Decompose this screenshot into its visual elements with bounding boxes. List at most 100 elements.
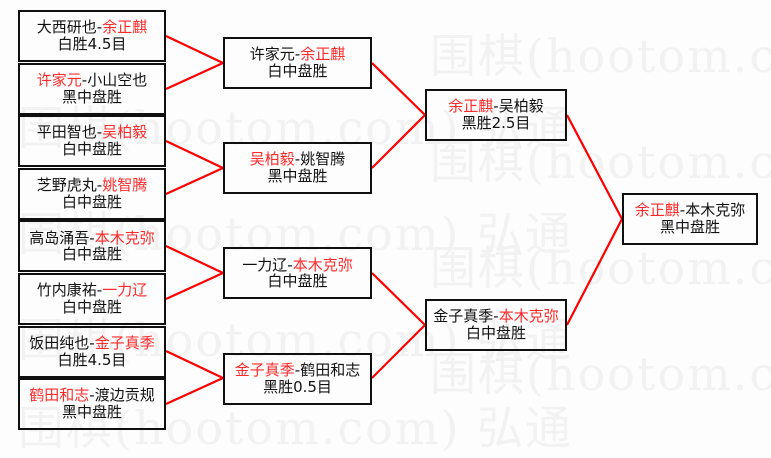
connector-sf1 (566, 114, 623, 220)
player-separator: - (287, 255, 293, 274)
match-box[interactable]: 一力辽-本木克弥白中盘胜 (223, 247, 372, 300)
player-right: 吴柏毅 (102, 123, 148, 142)
match-players: 大西研也-余正麒 (37, 19, 147, 36)
match-players: 金子真季-鹤田和志 (234, 360, 361, 379)
player-separator: - (294, 360, 301, 379)
match-result: 白中盘胜 (267, 62, 328, 80)
connector-r2m4 (371, 324, 426, 379)
player-right: 姚智腾 (102, 176, 148, 194)
match-players: 饭田纯也-金子真季 (29, 333, 154, 352)
match-result: 白中盘胜 (267, 272, 328, 291)
match-players: 高岛涌吾-本木克弥 (29, 228, 155, 247)
match-result: 黑胜0.5目 (263, 377, 332, 396)
player-right: 本木克弥 (498, 307, 559, 326)
match-result: 白中盘胜 (61, 140, 122, 159)
player-separator: - (493, 97, 499, 116)
connector-r1m4 (165, 166, 224, 196)
player-right: 吴柏毅 (498, 97, 544, 116)
player-left: 高岛涌吾 (29, 228, 90, 247)
player-separator: - (89, 228, 95, 247)
match-result: 黑中盘胜 (61, 403, 122, 422)
player-right: 鹤田和志 (300, 360, 361, 379)
connector-sf2 (566, 218, 623, 326)
match-box[interactable]: 金子真季-本木克弥白中盘胜 (425, 299, 567, 351)
match-players: 许家元-余正麒 (250, 46, 345, 63)
connector-r1m8 (165, 376, 224, 406)
match-players: 鹤田和志-渡边贡规 (29, 387, 154, 404)
connector-r1m7 (165, 350, 224, 379)
player-separator: - (96, 281, 103, 300)
player-right: 一力辽 (102, 281, 148, 300)
match-box[interactable]: 高岛涌吾-本木克弥白中盘胜 (18, 220, 166, 273)
connector-r1m5 (165, 245, 224, 274)
match-result: 黑中盘胜 (61, 87, 122, 106)
match-box[interactable]: 许家元-余正麒白中盘胜 (223, 37, 372, 89)
player-separator: - (89, 386, 95, 405)
match-result: 白中盘胜 (61, 192, 122, 211)
match-result: 白中盘胜 (61, 245, 122, 264)
player-separator: - (96, 18, 103, 37)
player-separator: - (96, 176, 103, 194)
match-box[interactable]: 大西研也-余正麒白胜4.5目 (18, 10, 166, 62)
match-box[interactable]: 饭田纯也-金子真季白胜4.5目 (18, 325, 166, 378)
match-box[interactable]: 许家元-小山空也黑中盘胜 (18, 62, 166, 115)
match-box[interactable]: 芝野虎丸-姚智腾白中盘胜 (18, 167, 166, 220)
match-box[interactable]: 平田智也-吴柏毅白中盘胜 (18, 115, 166, 168)
connector-r2m3 (371, 272, 426, 326)
player-separator: - (679, 201, 686, 220)
match-players: 许家元-小山空也 (36, 70, 148, 89)
match-result: 黑中盘胜 (267, 167, 328, 186)
match-players: 平田智也-吴柏毅 (37, 124, 147, 141)
player-right: 余正麒 (102, 18, 148, 37)
player-left: 吴柏毅 (249, 150, 295, 169)
player-left: 许家元 (36, 70, 82, 89)
player-left: 余正麒 (634, 201, 680, 220)
player-right: 余正麒 (300, 45, 346, 64)
player-left: 鹤田和志 (29, 386, 90, 405)
match-result: 白胜4.5目 (57, 35, 127, 53)
connector-r1m3 (165, 140, 224, 169)
player-separator: - (89, 333, 95, 352)
match-players: 一力辽-本木克弥 (242, 255, 353, 274)
match-players: 余正麒-吴柏毅 (448, 98, 543, 115)
player-left: 金子真季 (433, 307, 494, 326)
player-left: 金子真季 (234, 360, 295, 379)
match-players: 余正麒-本木克弥 (635, 202, 745, 219)
player-right: 渡边贡规 (94, 386, 155, 405)
player-left: 平田智也 (36, 123, 97, 142)
connector-r1m1 (165, 35, 224, 64)
match-result: 黑胜2.5目 (461, 114, 531, 132)
connector-r1m2 (165, 61, 224, 91)
player-left: 饭田纯也 (29, 333, 90, 352)
match-result: 白中盘胜 (465, 324, 526, 342)
player-left: 竹内康祐 (36, 281, 97, 300)
match-players: 竹内康祐-一力辽 (37, 282, 147, 299)
player-left: 大西研也 (36, 18, 97, 37)
player-right: 本木克弥 (292, 255, 353, 274)
player-left: 余正麒 (448, 97, 494, 116)
match-box[interactable]: 余正麒-本木克弥黑中盘胜 (622, 193, 758, 245)
connector-r2m1 (371, 62, 426, 116)
match-box[interactable]: 吴柏毅-姚智腾黑中盘胜 (223, 142, 372, 195)
player-right: 小山空也 (87, 70, 148, 89)
match-box[interactable]: 余正麒-吴柏毅黑胜2.5目 (425, 89, 567, 141)
player-right: 本木克弥 (685, 201, 746, 220)
match-box[interactable]: 竹内康祐-一力辽白中盘胜 (18, 273, 166, 325)
player-separator: - (294, 150, 301, 169)
match-result: 白胜4.5目 (57, 350, 127, 369)
match-result: 黑中盘胜 (659, 218, 720, 236)
player-separator: - (96, 123, 103, 142)
match-box[interactable]: 鹤田和志-渡边贡规黑中盘胜 (18, 378, 166, 431)
player-right: 本木克弥 (94, 228, 155, 247)
player-separator: - (294, 45, 301, 64)
tournament-bracket: 围棋(hootom.com) 弘通围棋(hootom.com) 弘通围棋(hoo… (18, 10, 771, 455)
match-result: 白中盘胜 (61, 298, 122, 316)
match-players: 金子真季-本木克弥 (433, 308, 558, 325)
match-box[interactable]: 金子真季-鹤田和志黑胜0.5目 (223, 352, 372, 405)
connector-r1m6 (165, 271, 224, 301)
player-right: 姚智腾 (300, 150, 346, 169)
watermark-text: 围棋(hootom.com) 弘通 (430, 29, 771, 83)
match-players: 芝野虎丸-姚智腾 (37, 177, 147, 194)
player-left: 一力辽 (242, 255, 288, 274)
player-left: 许家元 (249, 45, 295, 64)
